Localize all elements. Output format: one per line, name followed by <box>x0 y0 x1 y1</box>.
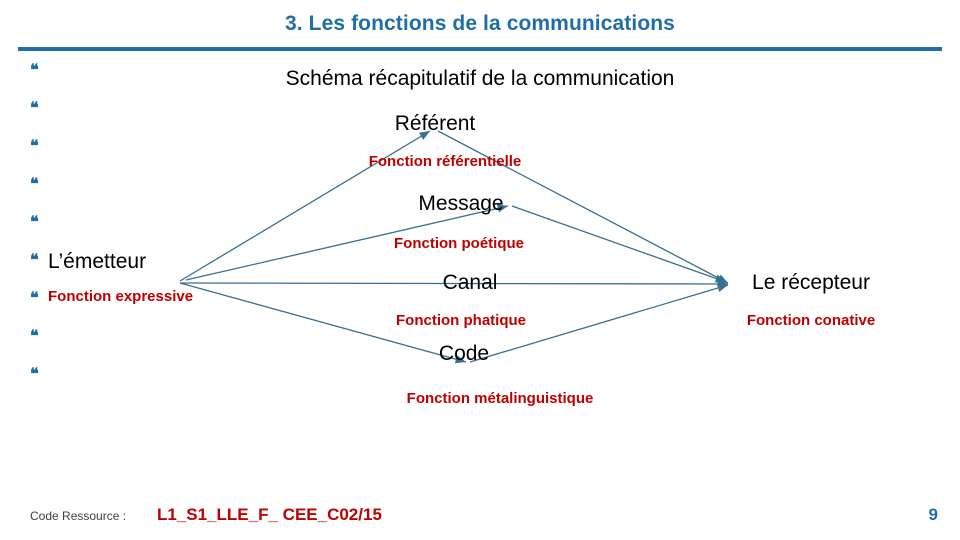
title-divider <box>18 47 942 51</box>
node-fonction-conative: Fonction conative <box>746 312 876 329</box>
node-fonction-phatique: Fonction phatique <box>396 312 526 329</box>
node-recepteur: Le récepteur <box>752 271 870 294</box>
node-canal: Canal <box>442 271 498 294</box>
quote-bullet-icon: ❝ <box>30 60 39 79</box>
page-title: 3. Les fonctions de la communications <box>285 12 675 35</box>
quote-bullet-icon: ❝ <box>30 326 39 345</box>
list-item-emetteur: ❝ L’émetteur <box>30 250 250 290</box>
schema-title: Schéma récapitulatif de la communication <box>285 67 675 90</box>
node-fonction-poetique: Fonction poétique <box>394 235 524 252</box>
quote-bullet-icon: ❝ <box>30 364 39 383</box>
node-referent: Référent <box>394 112 476 135</box>
quote-bullet-icon: ❝ <box>30 288 39 307</box>
list-item: ❝ <box>30 176 250 214</box>
quote-bullet-icon: ❝ <box>30 174 39 193</box>
quote-bullet-icon: ❝ <box>30 212 39 231</box>
list-item-label: L’émetteur <box>48 250 147 273</box>
quote-bullet-icon: ❝ <box>30 98 39 117</box>
quote-bullet-icon: ❝ <box>30 136 39 155</box>
list-item: ❝ <box>30 100 250 138</box>
node-message: Message <box>418 192 504 215</box>
node-fonction-referentielle: Fonction référentielle <box>368 153 522 170</box>
page-number: 9 <box>928 505 938 524</box>
node-fonction-metalinguistique: Fonction métalinguistique <box>406 390 594 407</box>
list-item-label: Fonction expressive <box>48 288 194 305</box>
footer-code: L1_S1_LLE_F_ CEE_C02/15 <box>157 505 382 524</box>
list-item-fonction-expressive: ❝ Fonction expressive <box>30 288 250 328</box>
connector-message-recepteur <box>511 205 727 283</box>
list-item: ❝ <box>30 328 250 366</box>
node-code: Code <box>438 342 490 365</box>
list-item: ❝ <box>30 138 250 176</box>
list-item: ❝ <box>30 214 250 252</box>
quote-bullet-icon: ❝ <box>30 250 39 269</box>
bullet-list: ❝ ❝ ❝ ❝ ❝ ❝ L’émetteur ❝ Fonction expres… <box>30 62 250 404</box>
list-item: ❝ <box>30 366 250 404</box>
list-item: ❝ <box>30 62 250 100</box>
footer-label: Code Ressource : <box>30 509 127 523</box>
